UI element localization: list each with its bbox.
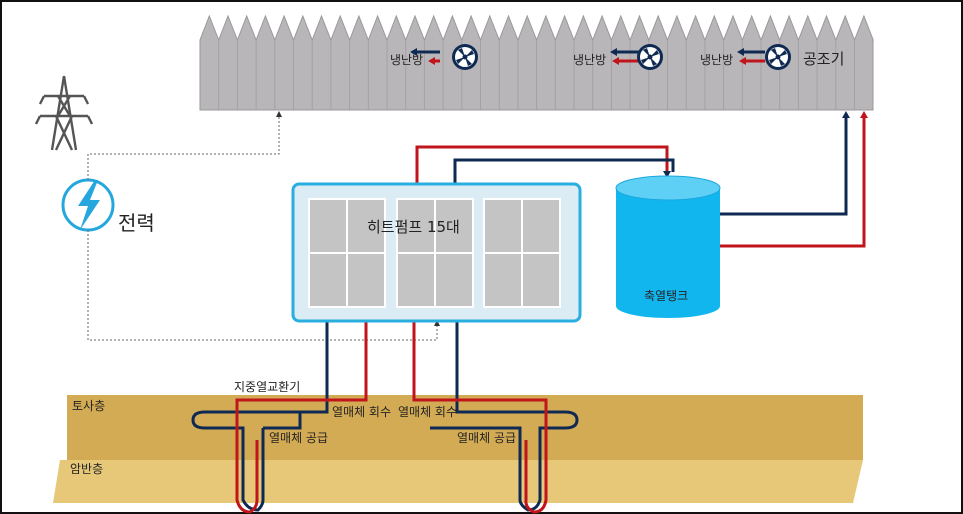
ground-loop-right-return xyxy=(430,305,579,512)
building xyxy=(199,14,874,111)
pipe-tank-ahu-hot xyxy=(720,117,866,248)
fan-unit-2: 냉난방 xyxy=(573,44,663,70)
arrow-head-hot-1 xyxy=(428,57,435,65)
heat-pump-box: 히트펌프 15대 xyxy=(291,182,582,323)
ground-loop-left-return-2 xyxy=(263,412,302,430)
rock-layer xyxy=(53,460,863,503)
soil-label: 토사층 xyxy=(72,399,105,413)
tank-body xyxy=(616,188,720,318)
pipes xyxy=(191,111,868,514)
ground-loop-right-supply xyxy=(412,305,548,514)
ground-loop-left-supply xyxy=(235,305,368,514)
return-label-2: 열매체 회수 xyxy=(398,405,457,419)
storage-tank-label: 축열탱크 xyxy=(644,289,688,303)
fan-unit-1: 냉난방 xyxy=(390,44,478,70)
return-label-1: 열매체 회수 xyxy=(332,405,391,419)
fan-icon xyxy=(637,44,663,70)
rock-label: 암반층 xyxy=(70,462,103,476)
arrow-head-cold-2 xyxy=(610,48,617,56)
arrow-head-cold-1 xyxy=(410,48,417,56)
tank-top xyxy=(615,175,721,201)
power-label: 전력 xyxy=(118,211,155,235)
supply-label-2: 열매체 공급 xyxy=(457,431,516,445)
heat-pump-units xyxy=(308,198,561,308)
fan-icon xyxy=(765,44,791,70)
ground-loop-left-return xyxy=(191,305,329,512)
ahu-label: 공조기 xyxy=(803,50,844,68)
supply-label-1: 열매체 공급 xyxy=(269,431,328,445)
power-tower-icon xyxy=(34,75,94,151)
power-lines xyxy=(87,111,440,341)
ground-exchanger-label: 지중열교환기 xyxy=(234,380,300,394)
arrow-head-cold-3 xyxy=(737,48,744,56)
cooling-heating-label-1: 냉난방 xyxy=(390,53,423,67)
cooling-heating-label-2: 냉난방 xyxy=(573,53,606,67)
arrow-head-hot-3 xyxy=(739,57,746,65)
power-line-heatpump xyxy=(87,230,438,341)
arrow-head-hot-2 xyxy=(612,57,619,65)
heat-pump-label: 히트펌프 15대 xyxy=(367,218,460,236)
pipe-tank-ahu-cold xyxy=(720,117,848,216)
lightning-icon xyxy=(61,178,115,232)
fan-icon xyxy=(452,44,478,70)
fan-unit-3: 냉난방 xyxy=(700,44,791,70)
power-line-building xyxy=(87,116,280,180)
storage-tank: 축열탱크 xyxy=(615,175,721,318)
cooling-heating-label-3: 냉난방 xyxy=(700,53,733,67)
